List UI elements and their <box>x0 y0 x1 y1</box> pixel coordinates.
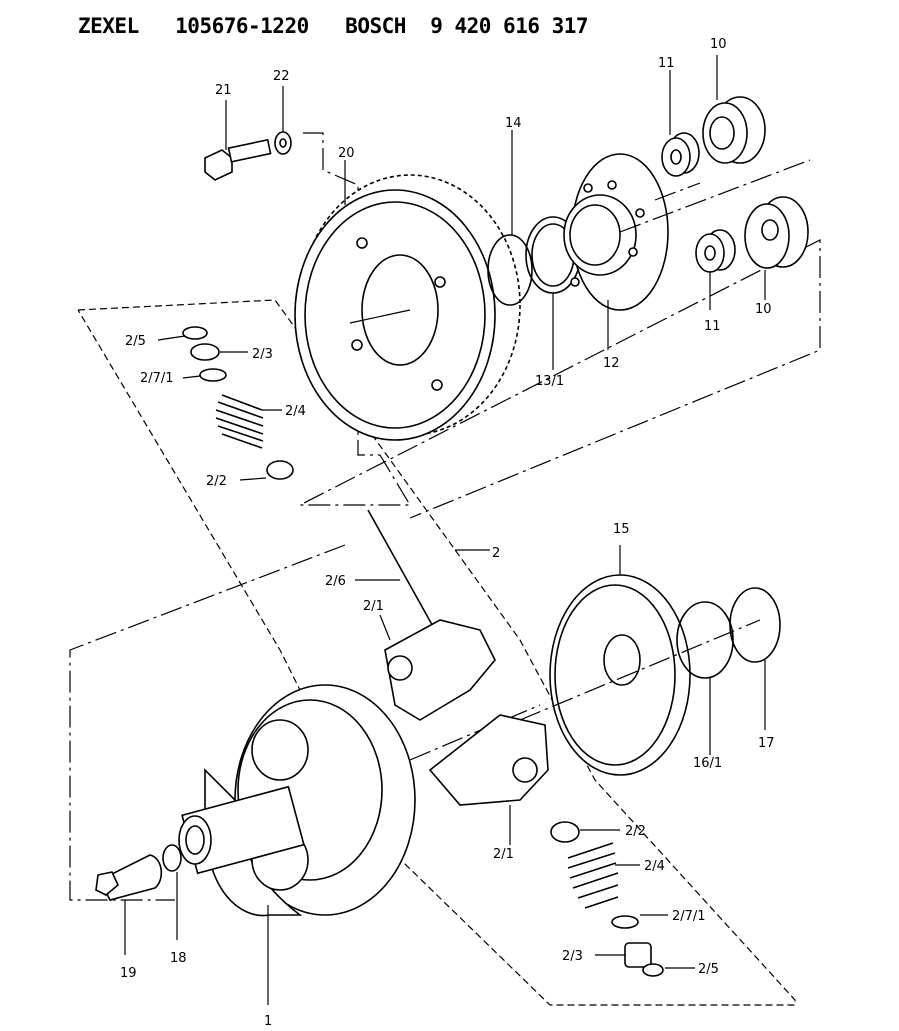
label-11-upper: 11 <box>658 56 675 71</box>
label-10-lower: 10 <box>755 302 772 317</box>
label-2-5-right: 2/5 <box>698 962 719 977</box>
label-2-3-left: 2/3 <box>252 347 273 362</box>
label-2-2-left: 2/2 <box>206 474 227 489</box>
part-1-drum <box>178 684 416 1005</box>
part-17-circlip <box>729 587 781 730</box>
label-2: 2 <box>492 546 500 561</box>
label-12: 12 <box>603 356 620 371</box>
part-18-ring <box>162 844 182 940</box>
label-2-1-lower: 2/1 <box>493 847 514 862</box>
part-14-circlip <box>487 130 533 306</box>
part-21-bolt <box>204 100 272 181</box>
brand-zexel: ZEXEL <box>78 14 139 38</box>
part-10-lower <box>744 196 809 300</box>
part-22-washer <box>274 86 292 155</box>
left-valve-stack <box>157 326 294 481</box>
part-19-plug <box>95 854 163 955</box>
part-15-plate <box>519 545 761 776</box>
outer-boundary <box>299 132 821 519</box>
lower-boundary <box>69 544 346 901</box>
part-2-6-pin <box>355 509 436 631</box>
zexel-part-number: 105676-1220 <box>175 14 309 38</box>
label-2-2-right: 2/2 <box>625 824 646 839</box>
part-11-upper <box>661 70 700 177</box>
label-2-7-1-left: 2/7/1 <box>140 371 174 386</box>
label-2-3-right: 2/3 <box>562 949 583 964</box>
label-14: 14 <box>505 116 522 131</box>
drawing-header: ZEXEL 105676-1220 BOSCH 9 420 616 317 <box>78 14 589 38</box>
label-18: 18 <box>170 951 187 966</box>
label-20: 20 <box>338 146 355 161</box>
part-2-1-lower-weight <box>428 714 549 845</box>
bosch-part-number: 9 420 616 317 <box>430 14 589 38</box>
label-19: 19 <box>120 966 137 981</box>
part-labels: 21 22 20 14 11 10 13/1 12 11 10 2/5 2/3 … <box>120 37 775 1029</box>
label-2-7-1-right: 2/7/1 <box>672 909 706 924</box>
label-11-lower: 11 <box>704 319 721 334</box>
label-2-4-right: 2/4 <box>644 859 665 874</box>
label-2-4-left: 2/4 <box>285 404 306 419</box>
label-16-1: 16/1 <box>693 756 722 771</box>
mid-boundary <box>409 704 541 761</box>
part-12-hub-flange <box>563 153 669 350</box>
label-22: 22 <box>273 69 290 84</box>
label-1: 1 <box>264 1014 272 1029</box>
axis-hub <box>619 159 811 233</box>
part-2-1-upper-weight <box>379 614 496 721</box>
part-11-lower <box>695 229 736 310</box>
label-2-5-left: 2/5 <box>125 334 146 349</box>
part-10-upper <box>702 55 766 164</box>
brand-bosch: BOSCH <box>345 14 406 38</box>
label-13-1: 13/1 <box>535 374 564 389</box>
label-21: 21 <box>215 83 232 98</box>
label-2-1-upper: 2/1 <box>363 599 384 614</box>
part-16-1-ring <box>676 601 734 755</box>
label-10-upper: 10 <box>710 37 727 52</box>
part-20-gear <box>294 160 521 441</box>
label-15: 15 <box>613 522 630 537</box>
right-valve-stack <box>550 821 695 977</box>
axis-upper <box>654 182 701 201</box>
label-17: 17 <box>758 736 775 751</box>
label-2-6: 2/6 <box>325 574 346 589</box>
